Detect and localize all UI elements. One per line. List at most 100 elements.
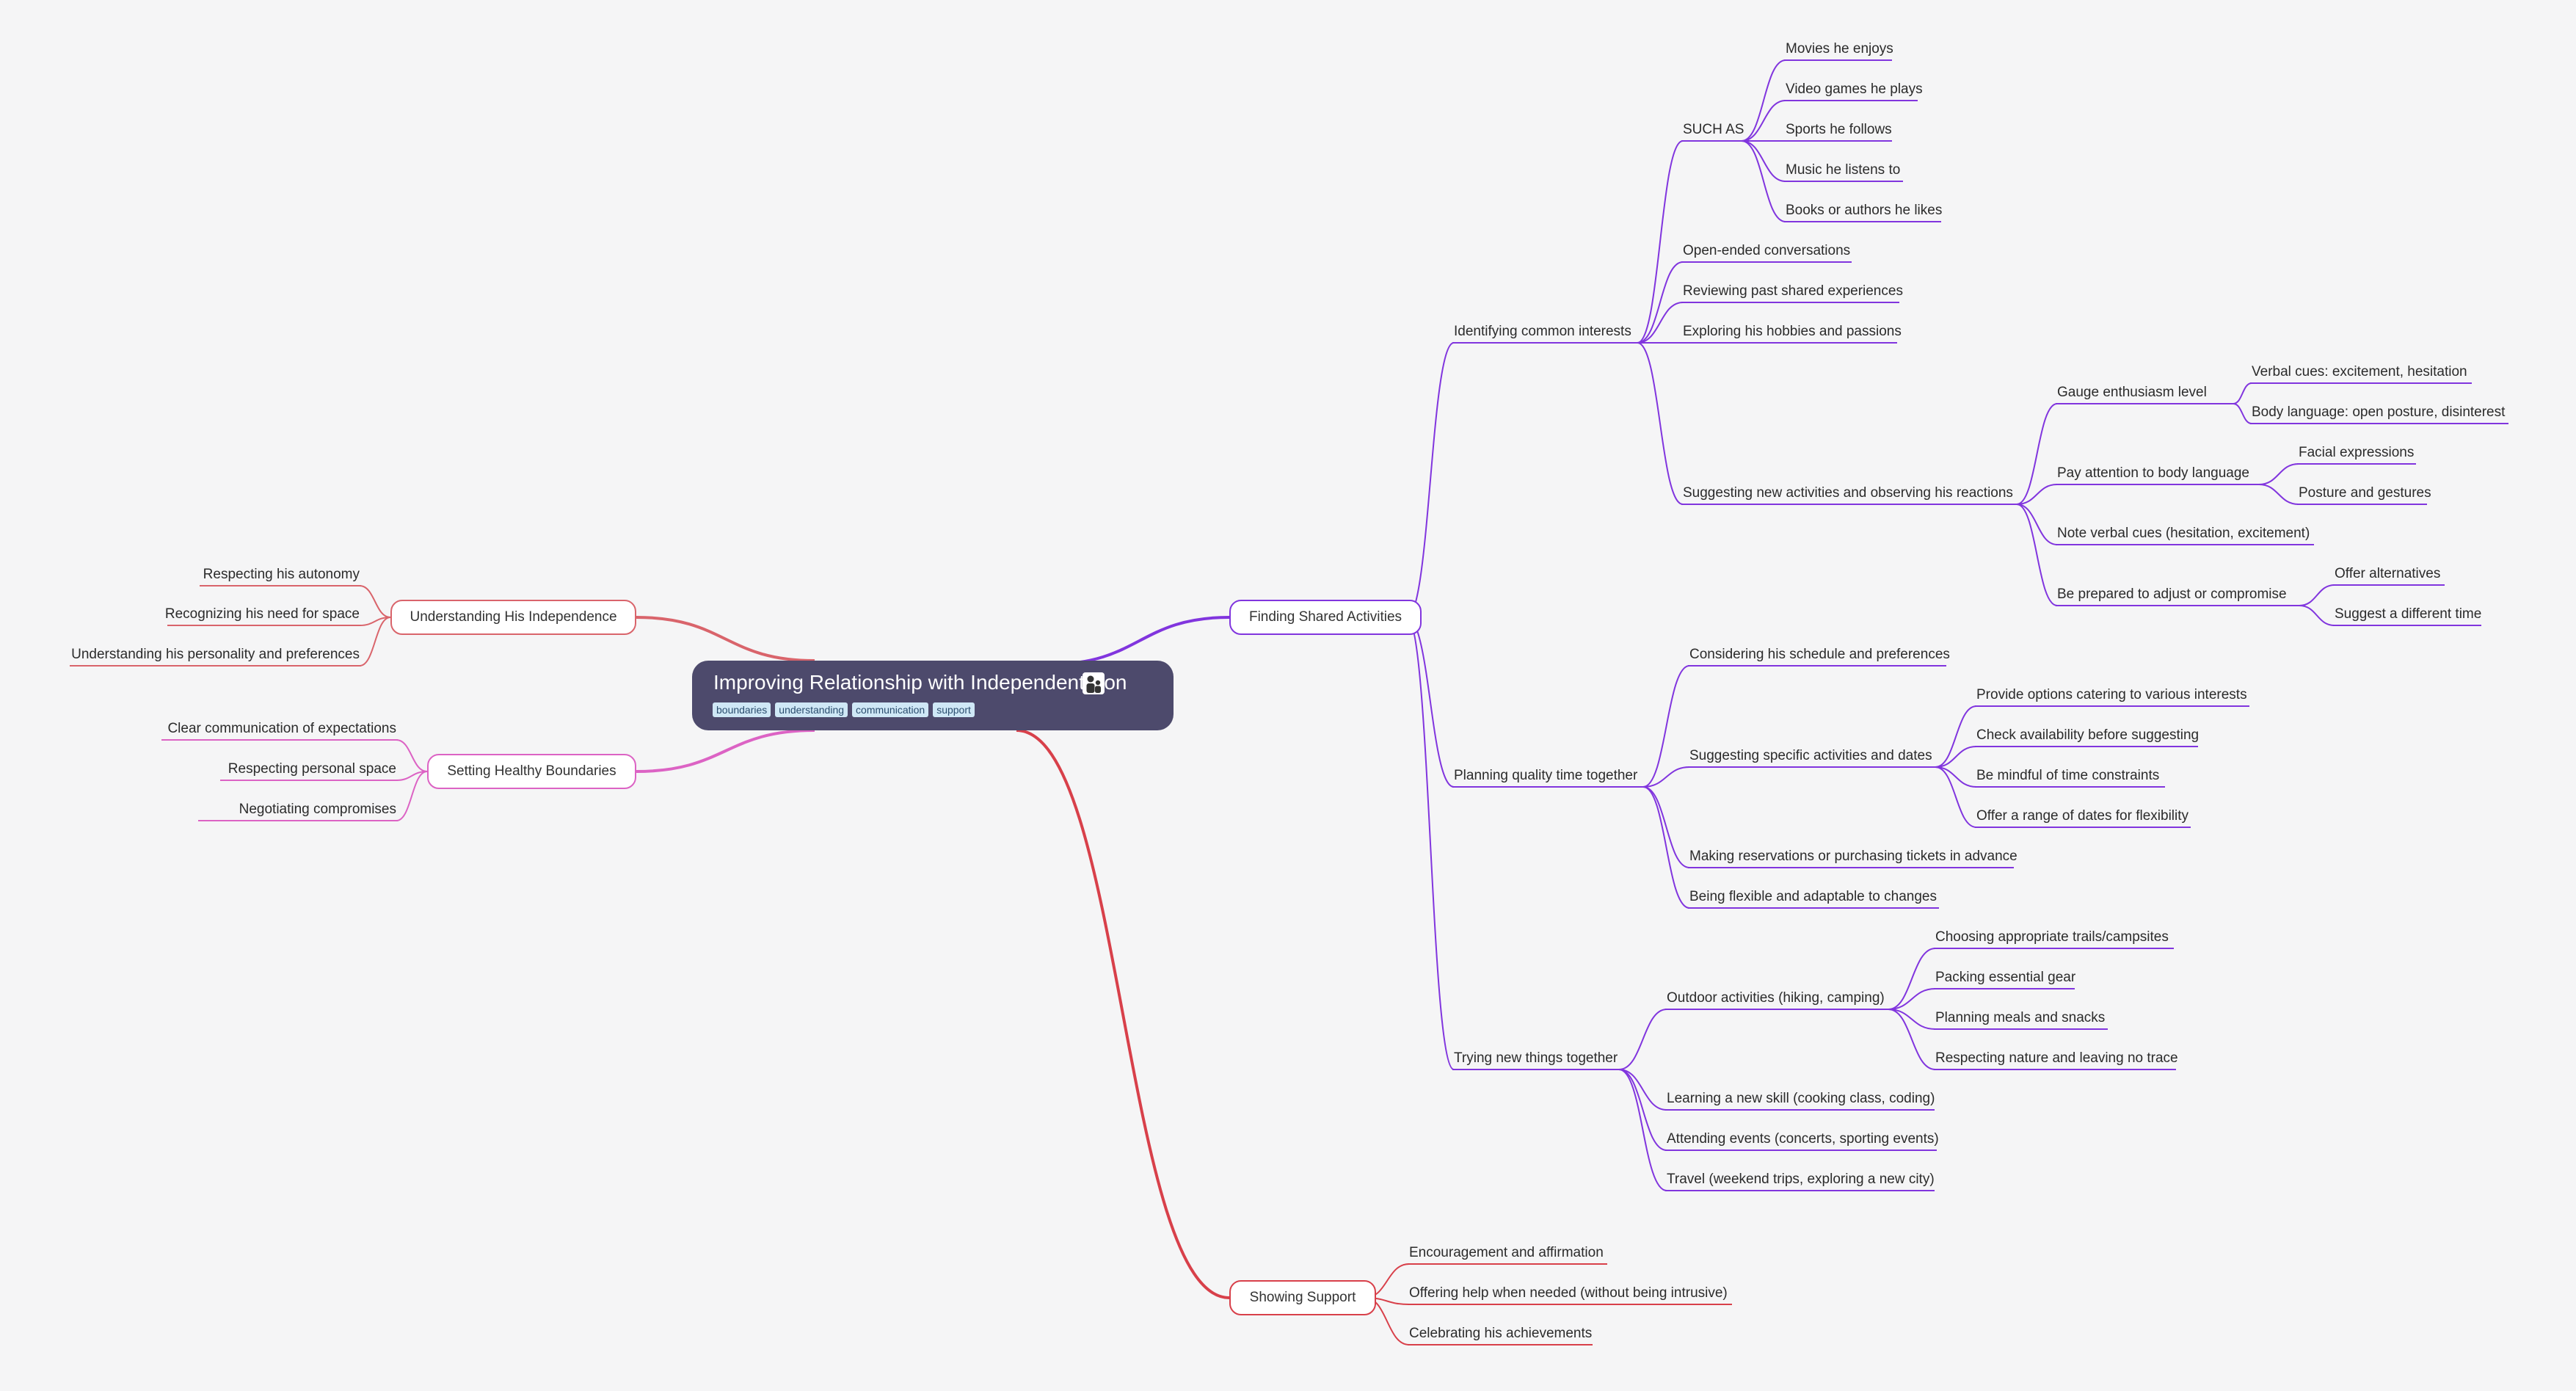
topic-trying-new-things[interactable]: Trying new things together <box>1454 1050 1618 1066</box>
connector <box>396 739 428 772</box>
connector <box>2233 382 2252 404</box>
topic-gauge-enthusiasm[interactable]: Gauge enthusiasm level <box>2057 385 2207 400</box>
connector <box>1888 988 1936 1010</box>
leaf-topic[interactable]: Attending events (concerts, sporting eve… <box>1667 1131 1939 1147</box>
connector <box>1016 729 1230 1299</box>
leaf-topic[interactable]: Recognizing his need for space <box>164 606 360 622</box>
leaf-topic[interactable]: Open-ended conversations <box>1683 243 1851 258</box>
leaf-topic[interactable]: Facial expressions <box>2299 445 2415 460</box>
leaf-topic[interactable]: Packing essential gear <box>1935 970 2076 985</box>
connector <box>1637 261 1684 344</box>
leaf-topic[interactable]: Books or authors he likes <box>1786 203 1943 218</box>
connector <box>1741 140 1786 222</box>
connector <box>1935 766 1977 788</box>
connector <box>2016 403 2058 505</box>
tag-list: boundaries understanding communication s… <box>713 702 975 717</box>
connector <box>1618 1009 1667 1070</box>
connector <box>359 585 391 618</box>
leaf-topic[interactable]: Planning meals and snacks <box>1935 1010 2106 1025</box>
branch-finding-shared-activities[interactable]: Finding Shared Activities <box>1229 600 1422 635</box>
leaf-topic[interactable]: Respecting nature and leaving no trace <box>1935 1050 2178 1066</box>
connector <box>2016 484 2058 505</box>
connector <box>2299 584 2335 606</box>
leaf-topic[interactable]: Making reservations or purchasing ticket… <box>1689 849 2017 864</box>
leaf-topic[interactable]: Verbal cues: excitement, hesitation <box>2252 364 2467 379</box>
branch-setting-boundaries[interactable]: Setting Healthy Boundaries <box>427 754 636 789</box>
connector <box>1642 766 1690 788</box>
connector <box>2233 403 2252 424</box>
leaf-topic[interactable]: Body language: open posture, disinterest <box>2252 404 2506 420</box>
leaf-topic[interactable]: Understanding his personality and prefer… <box>71 647 360 662</box>
connector <box>1618 1069 1667 1151</box>
leaf-topic[interactable]: Movies he enjoys <box>1786 41 1893 57</box>
family-icon <box>1083 672 1105 694</box>
connector <box>1637 342 1684 505</box>
connector <box>1637 140 1684 344</box>
leaf-topic[interactable]: Provide options catering to various inte… <box>1976 687 2247 702</box>
connector <box>1741 59 1786 142</box>
leaf-topic[interactable]: Check availability before suggesting <box>1976 727 2200 743</box>
leaf-topic[interactable]: Respecting personal space <box>228 761 396 777</box>
leaf-topic[interactable]: Note verbal cues (hesitation, excitement… <box>2057 526 2310 541</box>
topic-outdoor-activities[interactable]: Outdoor activities (hiking, camping) <box>1667 990 1885 1006</box>
leaf-topic[interactable]: Celebrating his achievements <box>1409 1326 1593 1341</box>
leaf-topic[interactable]: Video games he plays <box>1786 81 1923 97</box>
connector <box>2258 463 2299 485</box>
connector <box>2299 605 2335 626</box>
connector <box>1741 140 1786 182</box>
connector <box>1935 746 1977 768</box>
connector <box>1637 302 1684 344</box>
tag-support[interactable]: support <box>933 702 975 717</box>
connector <box>2258 484 2299 505</box>
leaf-topic[interactable]: Learning a new skill (cooking class, cod… <box>1667 1091 1935 1106</box>
connector <box>1406 617 1455 788</box>
leaf-topic[interactable]: Considering his schedule and preferences <box>1689 647 1950 662</box>
leaf-topic[interactable]: Reviewing past shared experiences <box>1683 283 1903 299</box>
leaf-topic[interactable]: Sports he follows <box>1786 122 1892 137</box>
connector <box>1049 616 1230 666</box>
connector <box>1618 1069 1667 1191</box>
leaf-topic[interactable]: Clear communication of expectations <box>167 721 396 736</box>
connector <box>359 617 391 667</box>
leaf-topic[interactable]: Offer alternatives <box>2335 566 2441 581</box>
connector <box>1888 1009 1936 1070</box>
connector <box>1935 705 1977 768</box>
leaf-topic[interactable]: Choosing appropriate trails/campsites <box>1935 929 2169 945</box>
connector <box>1642 786 1690 909</box>
leaf-topic[interactable]: Suggest a different time <box>2335 606 2482 622</box>
connector <box>1741 100 1786 142</box>
leaf-topic[interactable]: Travel (weekend trips, exploring a new c… <box>1667 1172 1935 1187</box>
leaf-topic[interactable]: Be mindful of time constraints <box>1976 768 2160 783</box>
topic-such-as[interactable]: SUCH AS <box>1683 122 1744 137</box>
leaf-topic[interactable]: Encouragement and affirmation <box>1409 1245 1604 1260</box>
tag-boundaries[interactable]: boundaries <box>713 702 771 717</box>
topic-identifying-common-interests[interactable]: Identifying common interests <box>1454 324 1631 339</box>
connector <box>2016 504 2058 606</box>
connector <box>636 729 815 773</box>
connector <box>1406 342 1455 618</box>
topic-planning-quality-time[interactable]: Planning quality time together <box>1454 768 1638 783</box>
leaf-topic[interactable]: Exploring his hobbies and passions <box>1683 324 1902 339</box>
central-topic-title: Improving Relationship with Independent … <box>713 671 1127 694</box>
leaf-topic[interactable]: Offer a range of dates for flexibility <box>1976 808 2189 824</box>
leaf-topic[interactable]: Being flexible and adaptable to changes <box>1689 889 1937 904</box>
tag-understanding[interactable]: understanding <box>775 702 848 717</box>
topic-adjust-compromise[interactable]: Be prepared to adjust or compromise <box>2057 586 2287 602</box>
connector <box>396 771 428 821</box>
leaf-topic[interactable]: Respecting his autonomy <box>203 567 360 582</box>
leaf-topic[interactable]: Music he listens to <box>1786 162 1901 178</box>
leaf-topic[interactable]: Negotiating compromises <box>239 802 396 817</box>
topic-suggesting-new-activities[interactable]: Suggesting new activities and observing … <box>1683 485 2013 501</box>
topic-suggesting-specific-activities[interactable]: Suggesting specific activities and dates <box>1689 748 1932 763</box>
connector <box>1935 766 1977 828</box>
leaf-topic[interactable]: Offering help when needed (without being… <box>1409 1285 1728 1301</box>
central-topic[interactable]: Improving Relationship with Independent … <box>692 661 1174 730</box>
tag-communication[interactable]: communication <box>852 702 929 717</box>
leaf-topic[interactable]: Posture and gestures <box>2299 485 2431 501</box>
topic-body-language[interactable]: Pay attention to body language <box>2057 465 2249 481</box>
branch-showing-support[interactable]: Showing Support <box>1229 1280 1376 1315</box>
branch-understanding-independence[interactable]: Understanding His Independence <box>390 600 636 635</box>
connector <box>1642 665 1690 788</box>
